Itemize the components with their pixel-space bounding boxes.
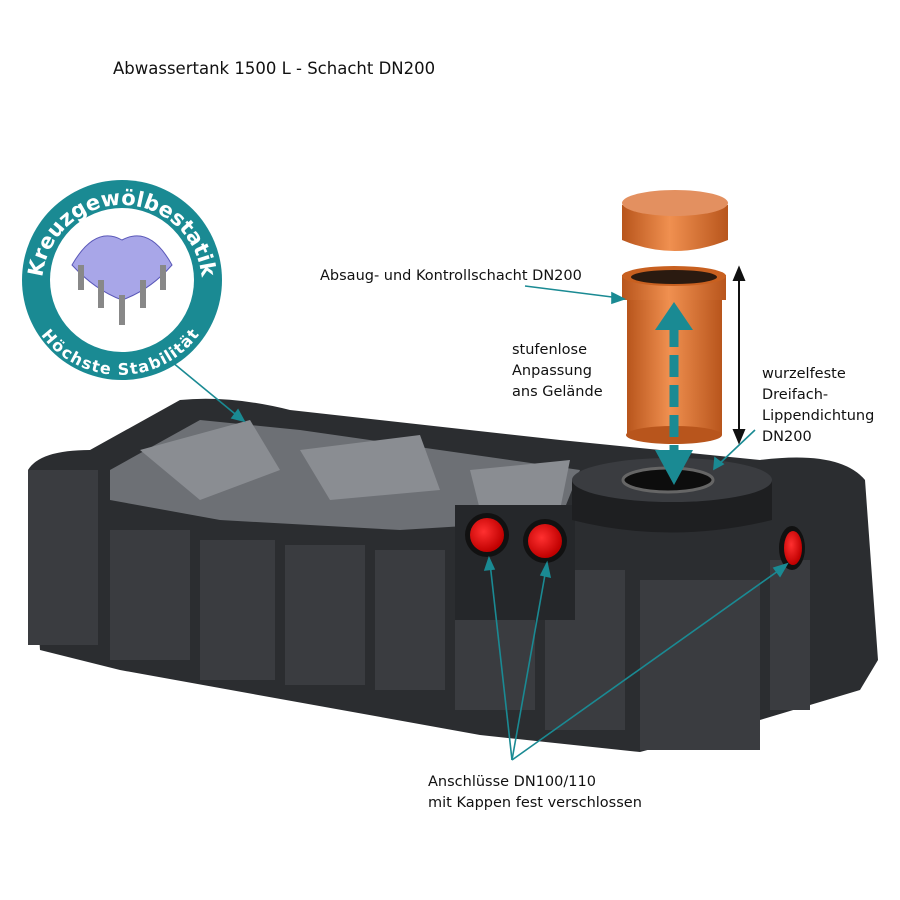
seal-label-line: Dreifach- — [762, 387, 829, 403]
adjust-double-arrow — [655, 302, 693, 485]
connection-cap-1 — [470, 518, 504, 552]
shaft-label: Absaug- und Kontrollschacht DN200 — [320, 268, 582, 284]
seal-label: wurzelfeste Dreifach- Lippendichtung DN2… — [762, 364, 874, 448]
connection-cap-3 — [784, 531, 802, 565]
adjust-label: stufenlose Anpassung ans Gelände — [512, 340, 603, 403]
tank-body — [28, 398, 878, 752]
connections-label-line: mit Kappen fest verschlossen — [428, 795, 642, 811]
connections-label: Anschlüsse DN100/110 mit Kappen fest ver… — [428, 772, 642, 814]
adjust-label-line: Anpassung — [512, 363, 592, 379]
stability-badge: Kreuzgewölbestatik Höchste Stabilität — [22, 180, 222, 380]
adjust-label-line: ans Gelände — [512, 384, 603, 400]
seal-label-line: wurzelfeste — [762, 366, 846, 382]
shaft-collar — [572, 458, 772, 533]
vault-icon — [71, 235, 173, 325]
callout-lines — [171, 285, 789, 761]
page-title: Abwassertank 1500 L - Schacht DN200 — [113, 59, 436, 78]
connection-cap-2 — [528, 524, 562, 558]
shaft-lid — [622, 190, 728, 251]
seal-label-line: Lippendichtung — [762, 408, 875, 424]
adjust-label-line: stufenlose — [512, 342, 588, 358]
seal-label-line: DN200 — [762, 429, 812, 445]
connections-label-line: Anschlüsse DN100/110 — [428, 774, 596, 790]
height-arrow — [732, 265, 746, 445]
